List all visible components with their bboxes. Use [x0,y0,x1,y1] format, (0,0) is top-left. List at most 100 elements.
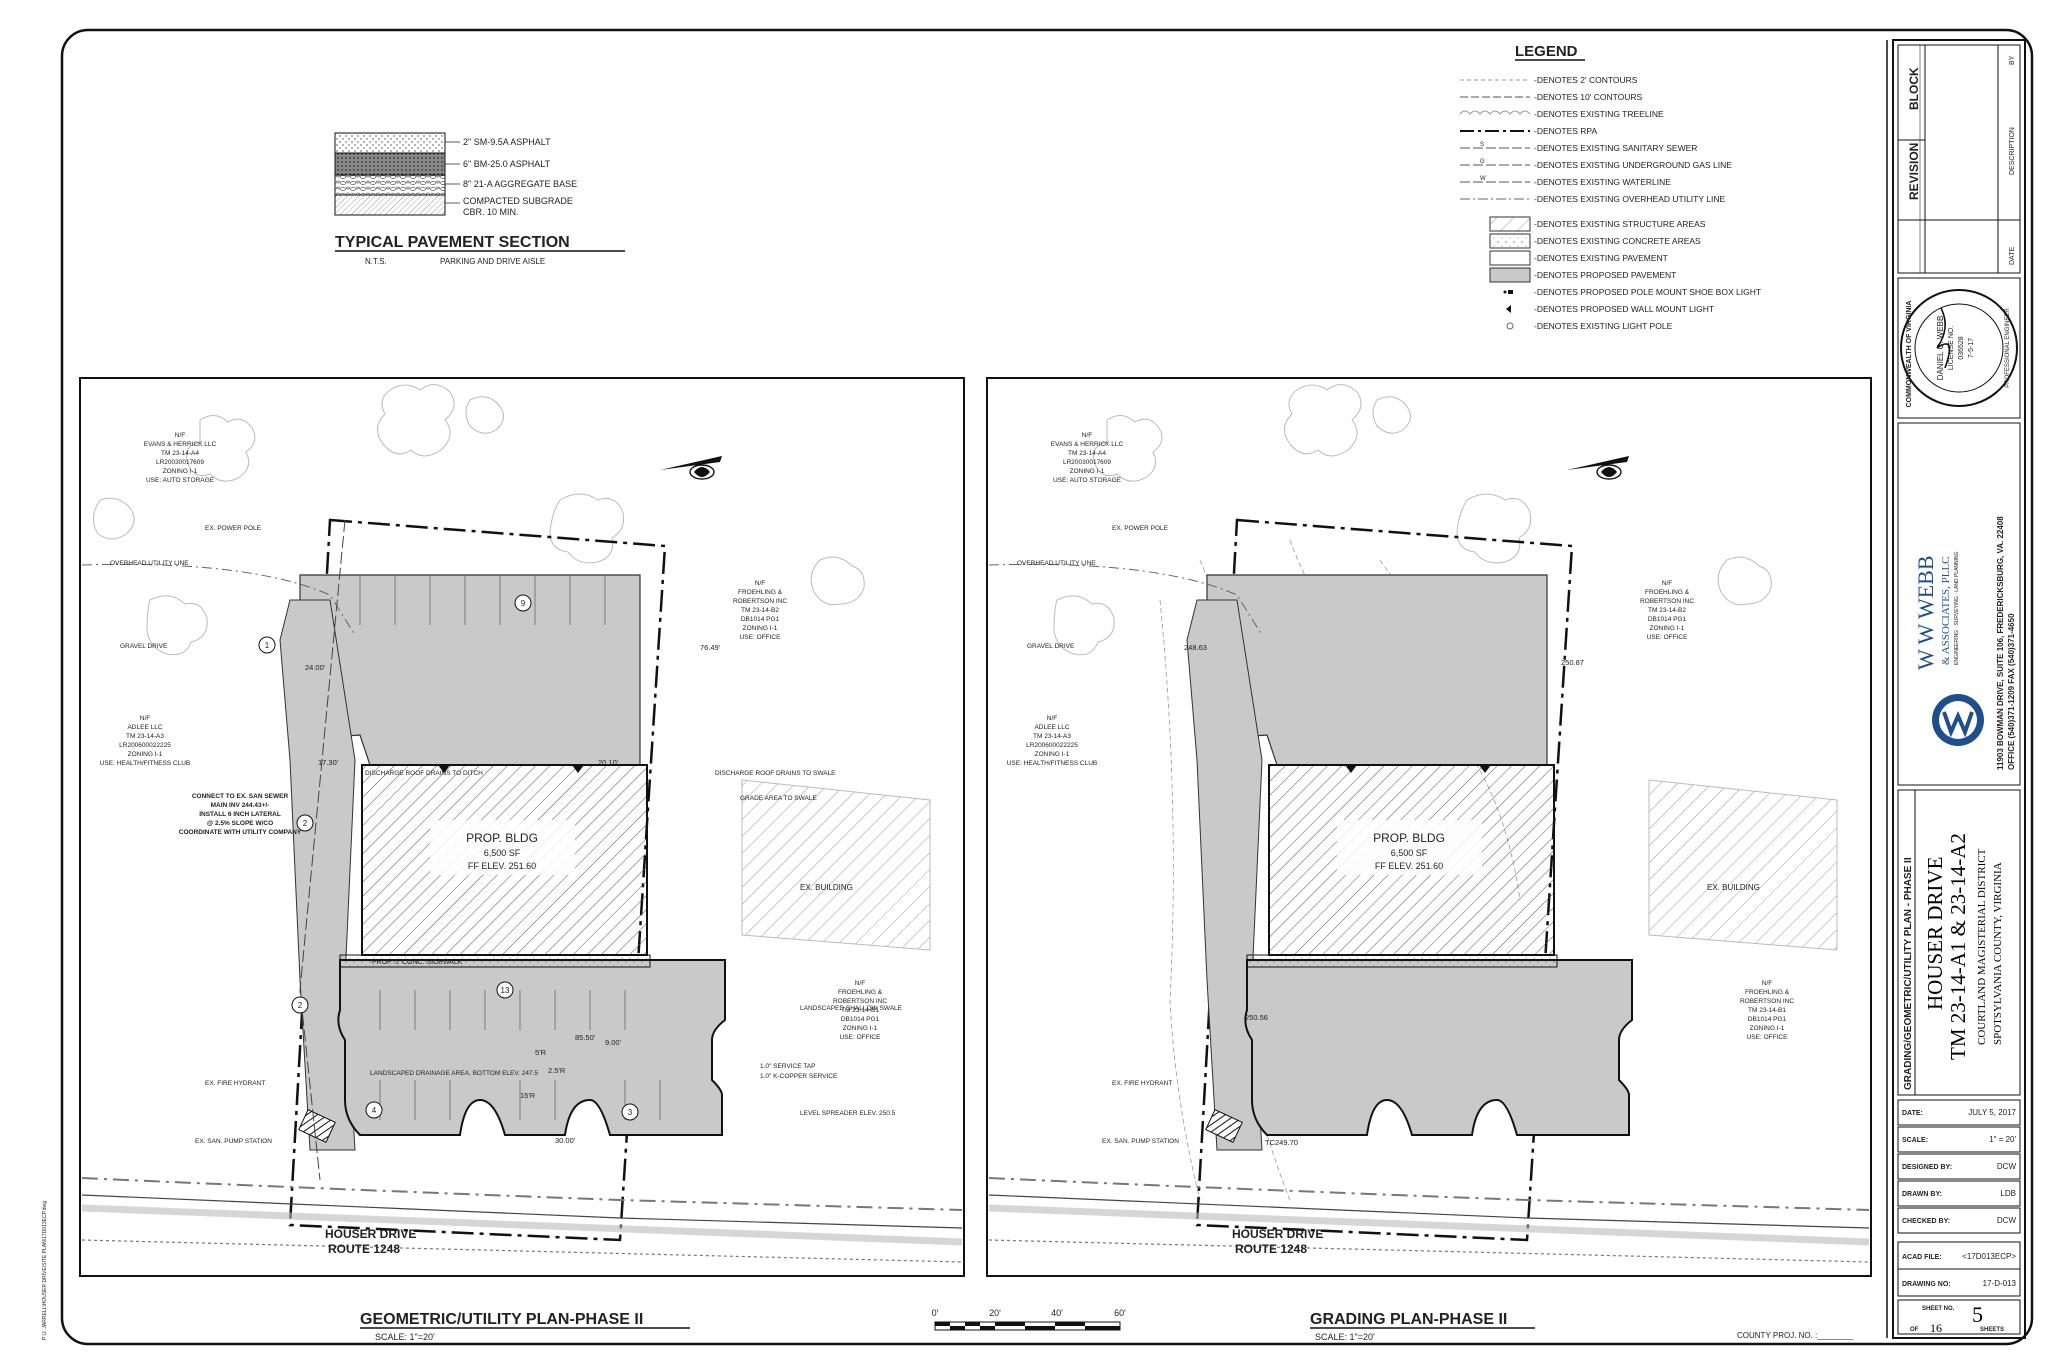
parking-stalls-south [379,990,661,1120]
sewer-note: @ 2.5% SLOPE W/CO [207,820,273,827]
parcel-label: FROEHLING & [838,989,883,996]
bldg-area: 6,500 SF [484,848,521,858]
legend-item: -DENOTES EXISTING TREELINE [1459,109,1664,119]
houser-drive-road [988,1177,1870,1263]
svg-text:2: 2 [298,1001,303,1010]
ex-building-label: EX. BUILDING [1707,883,1760,892]
dimension-label: 2.5'R [548,1066,566,1075]
parking-south [337,959,726,1136]
title-field-value: 1" = 20' [1989,1135,2016,1144]
legend-item: -DENOTES EXISTING STRUCTURE AREAS [1489,216,1706,232]
revision-header-1: REVISION [1907,143,1921,200]
company-logo-icon [1932,694,1984,746]
parcel-label: USE: OFFICE [840,1034,881,1041]
parcel-label: TM 23-14-A4 [1068,450,1106,457]
parcel-label: ADLEE LLC [127,724,162,731]
title-field-value: LDB [2000,1189,2016,1198]
plan-title-left: GEOMETRIC/UTILITY PLAN-PHASE II [360,1311,643,1328]
parcel-label: USE: OFFICE [740,634,781,641]
legend-item-label: -DENOTES EXISTING PAVEMENT [1534,253,1668,263]
plan-annotation: EX. FIRE HYDRANT [205,1080,265,1087]
plan-annotation: EX. POWER POLE [1112,525,1169,532]
houser-drive-road [81,1177,963,1263]
pe-seal: COMMONWEALTH OF VIRGINIA DANIEL C. WEBB … [1900,289,2018,407]
pavement-title: TYPICAL PAVEMENT SECTION [335,234,570,251]
legend-item: -DENOTES 10' CONTOURS [1460,92,1643,102]
parcel-label: FROEHLING & [1645,589,1690,596]
legend-item-label: -DENOTES EXISTING OVERHEAD UTILITY LINE [1534,194,1725,204]
title-field-value: JULY 5, 2017 [1968,1108,2016,1117]
revision-header-2: BLOCK [1907,67,1921,110]
parcel-label: N/F [1047,715,1058,722]
parcel-label: TM 23-14-B2 [1648,607,1686,614]
treeline [93,384,865,656]
sheet-title: GRADING/GEOMETRIC/UTILITY PLAN - PHASE I… [1903,857,1914,1090]
parcel-label: LR20030017609 [1063,459,1111,466]
svg-text:3: 3 [628,1108,633,1117]
sheet-no-label: SHEET NO. [1922,1306,1955,1312]
revision-col-desc: DESCRIPTION [2009,127,2016,175]
dimension-label: 250.56 [1245,1013,1268,1022]
parcel-label: N/F [1662,580,1673,587]
scale-label-20: 20' [989,1308,1001,1318]
parcel-label: N/F [140,715,151,722]
parcel-label: N/F [1082,432,1093,439]
svg-text:G: G [1480,159,1485,165]
drawing-label: DRAWING NO: [1902,1281,1951,1288]
revision-col-by: BY [2009,55,2016,65]
plan-annotation: EX. SAN. PUMP STATION [1102,1138,1179,1145]
parcel-label: ZONING I-1 [1035,751,1070,758]
dimension-label: 76.49' [700,643,721,652]
sidewalk [1246,954,1558,968]
bldg-area: 6,500 SF [1391,848,1428,858]
plan-annotation: LANDSCAPED SHALLOW SWALE [800,1005,903,1012]
existing-building [741,779,931,951]
legend-item-label: -DENOTES 10' CONTOURS [1534,92,1643,102]
parcel-label: USE: HEALTH/FITNESS CLUB [1007,760,1098,767]
dimension-label: 24.00' [305,663,326,672]
scale-label-60: 60' [1114,1308,1126,1318]
legend-item-label: -DENOTES EXISTING UNDERGROUND GAS LINE [1534,160,1732,170]
title-field-value: DCW [1997,1216,2017,1225]
plan-annotation: EX. SAN. PUMP STATION [195,1138,272,1145]
title-block: REVISION BLOCK DATE DESCRIPTION BY COMMO… [1886,39,2026,1339]
sanitary-sewer [299,519,346,1181]
north-arrow-icon [660,456,722,480]
pavement-layer-4: COMPACTED SUBGRADE [463,196,573,206]
parcel-label: ADLEE LLC [1034,724,1069,731]
plan-annotation: GRAVEL DRIVE [1027,643,1075,650]
dimension-label: 85.50' [575,1033,596,1042]
legend-title: LEGEND [1515,43,1578,60]
parcel-label: TM 23-14-B1 [841,1007,879,1014]
project-county: SPOTSYLVANIA COUNTY, VIRGINIA [1992,862,2004,1045]
legend-item-label: -DENOTES EXISTING LIGHT POLE [1534,321,1673,331]
company-sub: & ASSOCIATES, PLLC [1940,557,1952,666]
legend-item: S-DENOTES EXISTING SANITARY SEWER [1460,142,1697,153]
scale-label-40: 40' [1051,1308,1063,1318]
legend-item: -DENOTES 2' CONTOURS [1460,75,1638,85]
title-field-value: DCW [1997,1162,2017,1171]
legend-item-label: -DENOTES PROPOSED PAVEMENT [1534,270,1676,280]
plan-frame [986,377,1872,1277]
company-phone: OFFICE (540)371-1209 FAX (540)371-4650 [2007,613,2016,770]
plan-scale-left: SCALE: 1"=20' [375,1332,435,1342]
plan-scale-right: SCALE: 1"=20' [1315,1332,1375,1342]
sewer-note: COORDINATE WITH UTILITY COMPANY [179,829,302,836]
parcel-label: ZONING I-1 [743,625,778,632]
file-path: P:\J. JARRELL\HOUSER DRIVE\SITE PLAN\17D… [42,1201,48,1340]
geometric-utility-plan: EX. BUILDING PROP. BLDG 6,500 [79,377,965,1342]
sidewalk [339,954,651,968]
legend-item-label: -DENOTES EXISTING STRUCTURE AREAS [1534,219,1706,229]
plan-annotation: 1.0" SERVICE TAP [760,1063,815,1070]
overhead-utility [81,563,356,636]
legend-item: -DENOTES EXISTING OVERHEAD UTILITY LINE [1460,194,1725,204]
legend-item-label: -DENOTES EXISTING CONCRETE AREAS [1534,236,1701,246]
plan-annotation: OVERHEAD UTILITY LINE [110,560,189,567]
plan-annotation: GRADE AREA TO SWALE [740,795,817,802]
parcel-label: USE: AUTO STORAGE [1053,477,1122,484]
parcel-label: ZONING I-1 [128,751,163,758]
parcel-label: DB1014 PG1 [1648,616,1687,623]
seal-pe: PROFESSIONAL ENGINEER [2005,308,2011,388]
parcel-label: TM 23-14-B2 [741,607,779,614]
legend-item-label: -DENOTES RPA [1534,126,1597,136]
